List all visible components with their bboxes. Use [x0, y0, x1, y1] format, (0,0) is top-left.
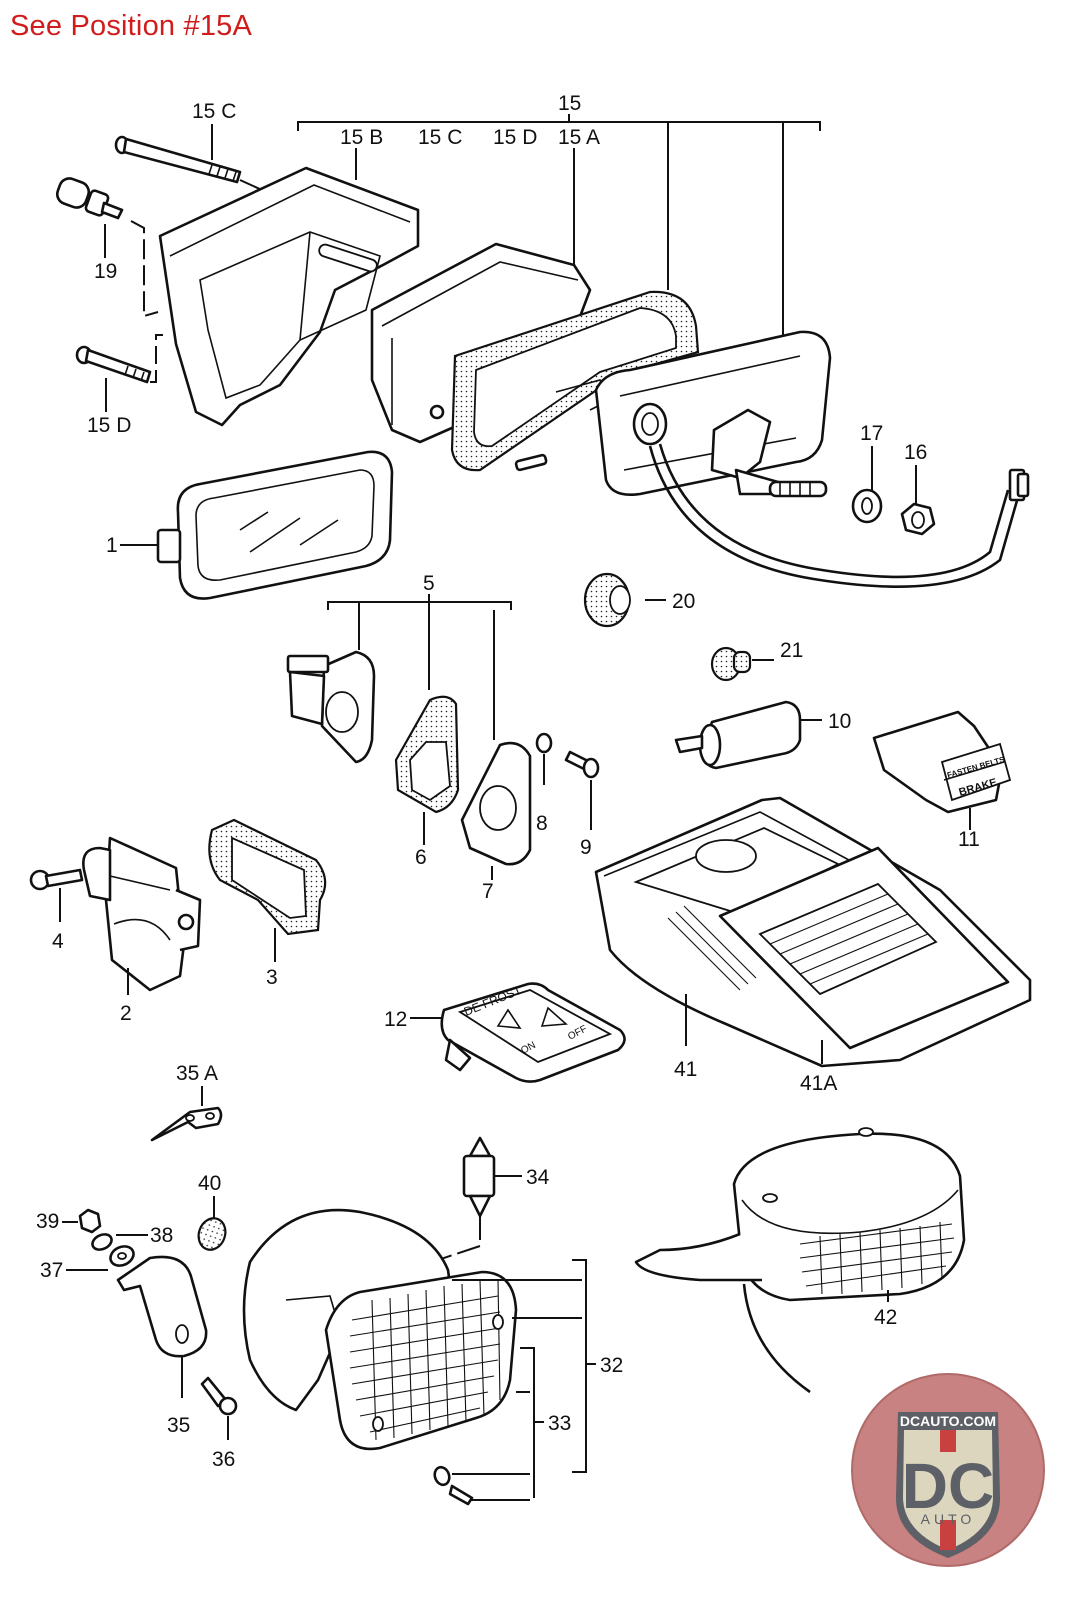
defrost-switch-12: DE FROST ON OFF: [440, 982, 626, 1083]
callout-33: 33: [548, 1412, 571, 1435]
grommet-20: [583, 572, 631, 628]
tail-lamp-32: [242, 1208, 518, 1451]
bolt-15d: [75, 345, 152, 384]
washer-37: [109, 1245, 135, 1267]
console-41: [594, 796, 1032, 1068]
nut-39: [78, 1208, 102, 1234]
logo-shield: [903, 1430, 993, 1550]
logo-top-text: DCAUTO.COM: [900, 1413, 996, 1429]
callout-32: 32: [600, 1354, 623, 1377]
callout-17: 17: [860, 422, 883, 445]
plug-21: [710, 646, 752, 682]
callout-15c: 15 C: [192, 100, 236, 123]
callout-11: 11: [958, 828, 980, 851]
license-lamp-2: [82, 836, 202, 992]
side-marker-1: [156, 450, 394, 600]
brake-lamp-42: [634, 1127, 966, 1394]
callout-15b: 15 B: [340, 126, 383, 149]
callout-9: 9: [580, 836, 592, 859]
callout-41a: 41A: [800, 1072, 837, 1095]
callout-7: 7: [482, 880, 494, 903]
bracket-35: [116, 1255, 208, 1358]
bulb-19: [55, 177, 124, 220]
callout-39: 39: [36, 1210, 59, 1233]
callout-6: 6: [415, 846, 427, 869]
plate-7: [460, 741, 532, 866]
callout-8: 8: [536, 812, 548, 835]
callout-34: 34: [526, 1166, 550, 1189]
relay-10: [674, 700, 802, 770]
callout-40: 40: [198, 1172, 221, 1195]
logo-monogram: DC: [902, 1450, 994, 1522]
callout-12: 12: [384, 1008, 407, 1031]
warning-lamp-11: FASTEN BELTS BRAKE: [872, 710, 1012, 814]
bracket-15: [297, 114, 821, 335]
logo-stripe-top: [940, 1430, 956, 1452]
logo-stripe-bottom: [940, 1520, 956, 1550]
gasket-3: [208, 818, 327, 936]
callout-19: 19: [94, 260, 117, 283]
callout-35a: 35 A: [176, 1062, 218, 1085]
callout-35: 35: [167, 1414, 190, 1437]
callout-20: 20: [672, 590, 695, 613]
callout-37: 37: [40, 1259, 63, 1282]
logo-bottom-text: AUTO: [921, 1511, 976, 1527]
bulb-34: [462, 1136, 496, 1218]
grommet-33: [433, 1465, 451, 1487]
bracket-35a: [150, 1106, 223, 1142]
lockwasher-38: [91, 1233, 113, 1251]
dc-auto-logo: DCAUTO.COM DC AUTO: [851, 1373, 1045, 1567]
callout-2: 2: [120, 1002, 132, 1025]
gasket-6: [394, 695, 460, 814]
callout-5: 5: [423, 572, 435, 595]
lens-gasket: [450, 290, 700, 472]
screw-4: [29, 868, 84, 891]
callout-15c-sub: 15 C: [418, 126, 462, 149]
housing-15b: [158, 166, 420, 427]
callout-15d: 15 D: [87, 414, 131, 437]
nut-40: [197, 1217, 227, 1251]
fog-lamp-15: [594, 330, 1030, 588]
callout-15: 15: [558, 92, 581, 115]
callout-15a: 15 A: [558, 126, 600, 149]
callout-10: 10: [828, 710, 851, 733]
callout-1: 1: [106, 534, 118, 557]
page-title: See Position #15A: [10, 10, 253, 42]
bolt-15c: [114, 135, 242, 184]
callout-41: 41: [674, 1058, 697, 1081]
washer-8: [535, 732, 553, 754]
nut-16: [900, 502, 936, 536]
callout-15d-sub: 15 D: [493, 126, 537, 149]
socket-5: [286, 650, 376, 764]
callout-38: 38: [150, 1224, 173, 1247]
callout-4: 4: [52, 930, 64, 953]
screw-36: [200, 1376, 238, 1416]
screw-9: [564, 750, 600, 779]
callout-3: 3: [266, 966, 278, 989]
callout-42: 42: [874, 1306, 897, 1329]
callout-21: 21: [780, 639, 803, 662]
screw-33: [448, 1484, 474, 1506]
callout-36: 36: [212, 1448, 235, 1471]
callout-16: 16: [904, 441, 927, 464]
washer-17: [851, 488, 883, 524]
